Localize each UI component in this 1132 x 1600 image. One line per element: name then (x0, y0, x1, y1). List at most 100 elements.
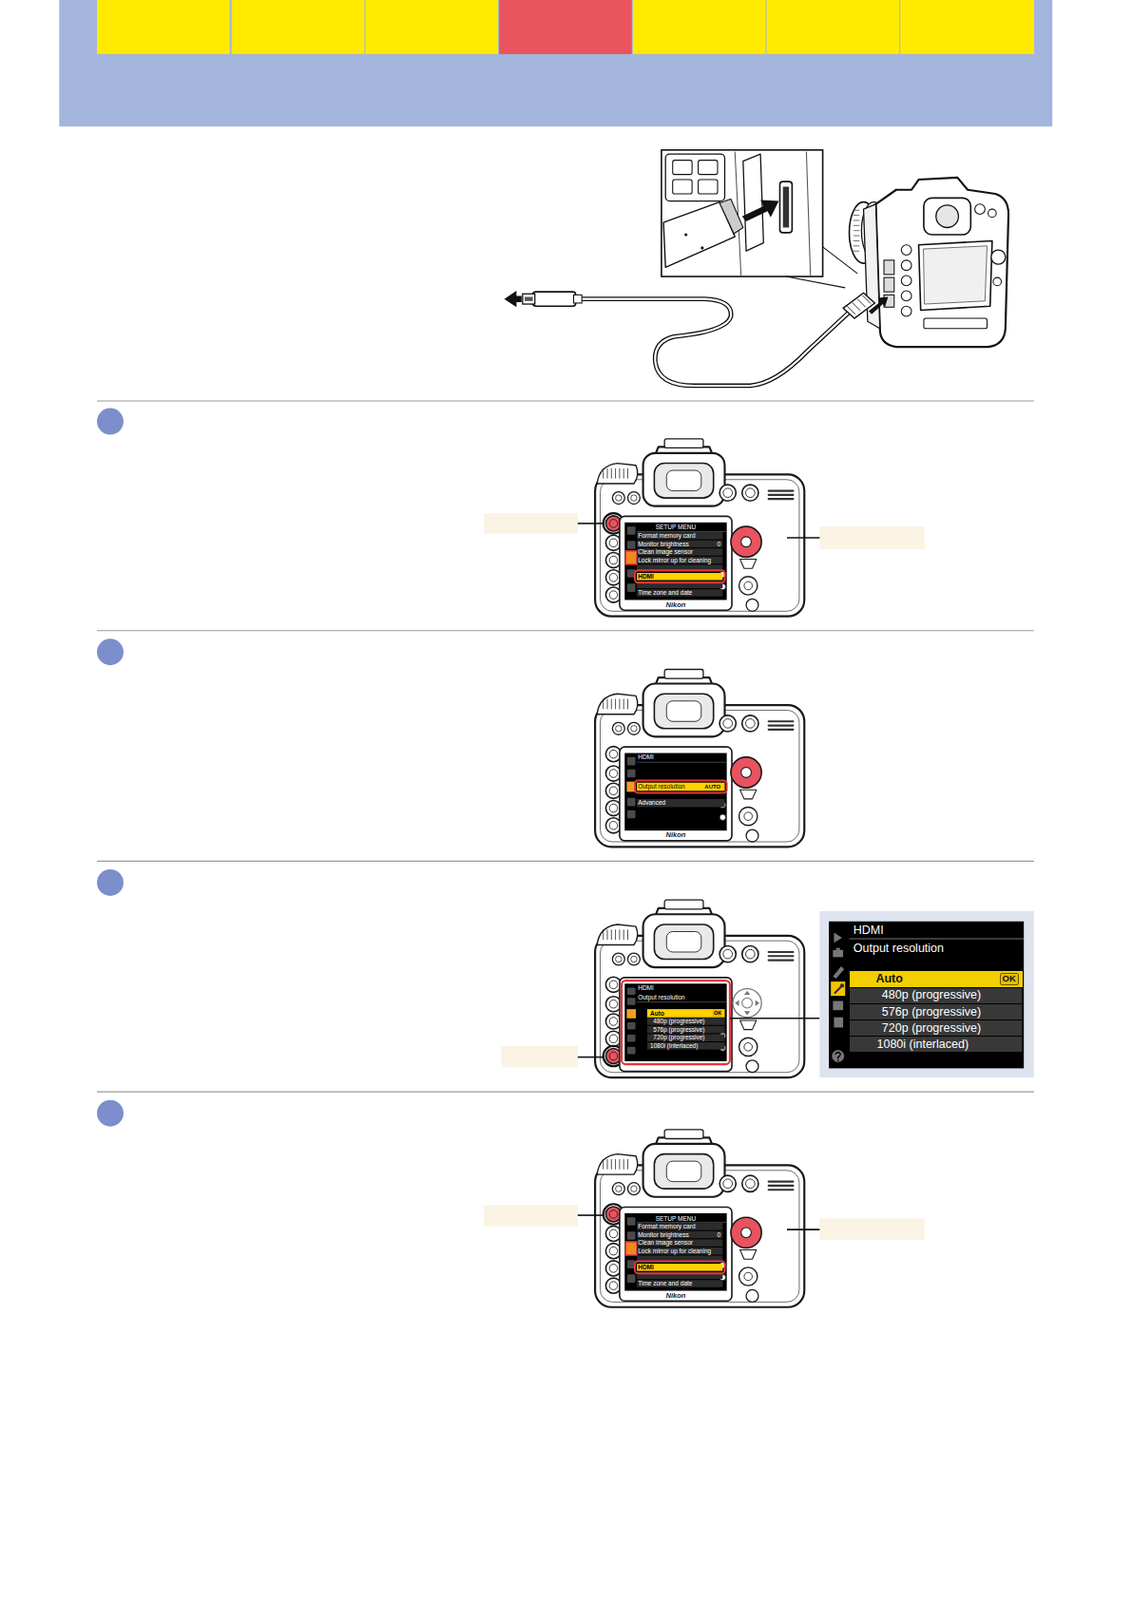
menu-row (636, 589, 723, 597)
grip-texture (767, 1189, 795, 1191)
screen-text: Time zone and date (637, 589, 692, 596)
menu-icon (627, 526, 636, 536)
menu-icon (627, 1217, 636, 1227)
section-tab (498, 0, 633, 55)
button-symbol (609, 1017, 618, 1027)
button-symbol (609, 1247, 618, 1256)
accessory-shoe (664, 670, 704, 680)
highlight-outline (621, 980, 730, 1065)
menu-icon (626, 1009, 636, 1019)
button-symbol (612, 722, 625, 735)
viewfinder (936, 205, 960, 229)
monitor (923, 246, 988, 305)
button-symbol (612, 1183, 625, 1196)
lens-grip (853, 245, 860, 247)
help-icon (835, 1053, 841, 1060)
sub-selector (739, 806, 758, 826)
section-divider (96, 401, 1035, 403)
lens-grip (853, 250, 860, 252)
step-marker (96, 408, 124, 436)
dial-grip (623, 699, 625, 710)
menu-row (647, 1042, 726, 1051)
screen-text: Output resolution (637, 783, 686, 790)
menu-option: 720p (progressive) (849, 1020, 1022, 1037)
screen-text: 720p (progressive) (652, 1034, 705, 1041)
monitor-bezel (619, 1207, 732, 1302)
menu-option: 480p (progressive) (849, 988, 1022, 1004)
highlight-outline (634, 1261, 726, 1274)
lens-grip (853, 219, 860, 221)
camera-back (594, 1130, 805, 1308)
leader-line (577, 1214, 604, 1217)
accessory-shoe (664, 900, 704, 910)
section-tab (633, 0, 767, 55)
dial-grip (611, 468, 613, 480)
button-symbol (609, 822, 618, 831)
button-symbol (901, 245, 912, 256)
eyepiece (653, 924, 713, 960)
title-rule (849, 939, 1025, 941)
button-symbol (719, 715, 736, 732)
button-symbol (901, 306, 912, 317)
leader-line (577, 1056, 604, 1059)
menu-icon (625, 1242, 637, 1256)
grip-texture (767, 951, 795, 954)
menu-row (636, 799, 725, 808)
menu-screen (625, 526, 727, 597)
hdmi-cable (577, 299, 853, 386)
screen-text: Format memory card (637, 1223, 695, 1230)
brand-logo: Nikon (666, 601, 687, 611)
button-symbol (719, 1175, 736, 1192)
grip-texture (767, 498, 795, 500)
selected-row (647, 1009, 726, 1018)
menu-icon (627, 1022, 636, 1031)
leader-line (729, 1017, 821, 1020)
brand-logo: Nikon (666, 831, 687, 841)
hdmi-plug (524, 297, 534, 302)
button-symbol (609, 786, 618, 796)
camera-body (875, 177, 1009, 347)
eyepiece (666, 470, 702, 491)
menu-icon (627, 757, 636, 767)
button-symbol (612, 492, 625, 505)
menu-row (636, 1280, 723, 1288)
screen-text: Clean image sensor (637, 1239, 693, 1247)
terminal-cover (883, 260, 895, 275)
menu-text: 576p (progressive) (882, 1005, 981, 1019)
lens-grip (853, 235, 860, 237)
grip-texture (767, 489, 795, 492)
screen-text: 0 (717, 1231, 722, 1239)
dial-grip (611, 1159, 613, 1171)
hdmi-port (783, 187, 789, 229)
button-symbol (612, 953, 625, 966)
button-symbol (746, 1289, 759, 1303)
terminal-cover (698, 160, 718, 175)
menu-icon (627, 1274, 636, 1284)
plug-hatch (862, 295, 871, 305)
button-symbol (615, 495, 622, 501)
grip-texture (767, 494, 795, 497)
leader-line (786, 276, 845, 288)
section-tab (900, 0, 1035, 55)
button-symbol (609, 1265, 618, 1274)
button-symbol (627, 722, 640, 735)
screen-text: AUTO (704, 784, 721, 791)
menu-icon (627, 1231, 636, 1241)
menu-option: 1080i (interlaced) (849, 1036, 1022, 1053)
release-mode-dial (596, 463, 638, 484)
button-symbol (975, 204, 986, 215)
screen-text: 480p (progressive) (652, 1017, 705, 1025)
button-symbol (741, 537, 752, 548)
hdmi-plug (533, 291, 576, 307)
button-symbol (723, 949, 733, 960)
button-symbol (631, 495, 637, 501)
callout-box (819, 1218, 925, 1241)
dial-grip (618, 929, 620, 941)
multi-selector (730, 1217, 762, 1248)
menu-icon (840, 983, 845, 988)
dial-grip (611, 929, 613, 941)
terminal-cover (672, 179, 692, 194)
callout-box (500, 1046, 578, 1069)
button-symbol (744, 581, 753, 591)
screen-text: Output resolution (637, 994, 686, 1001)
